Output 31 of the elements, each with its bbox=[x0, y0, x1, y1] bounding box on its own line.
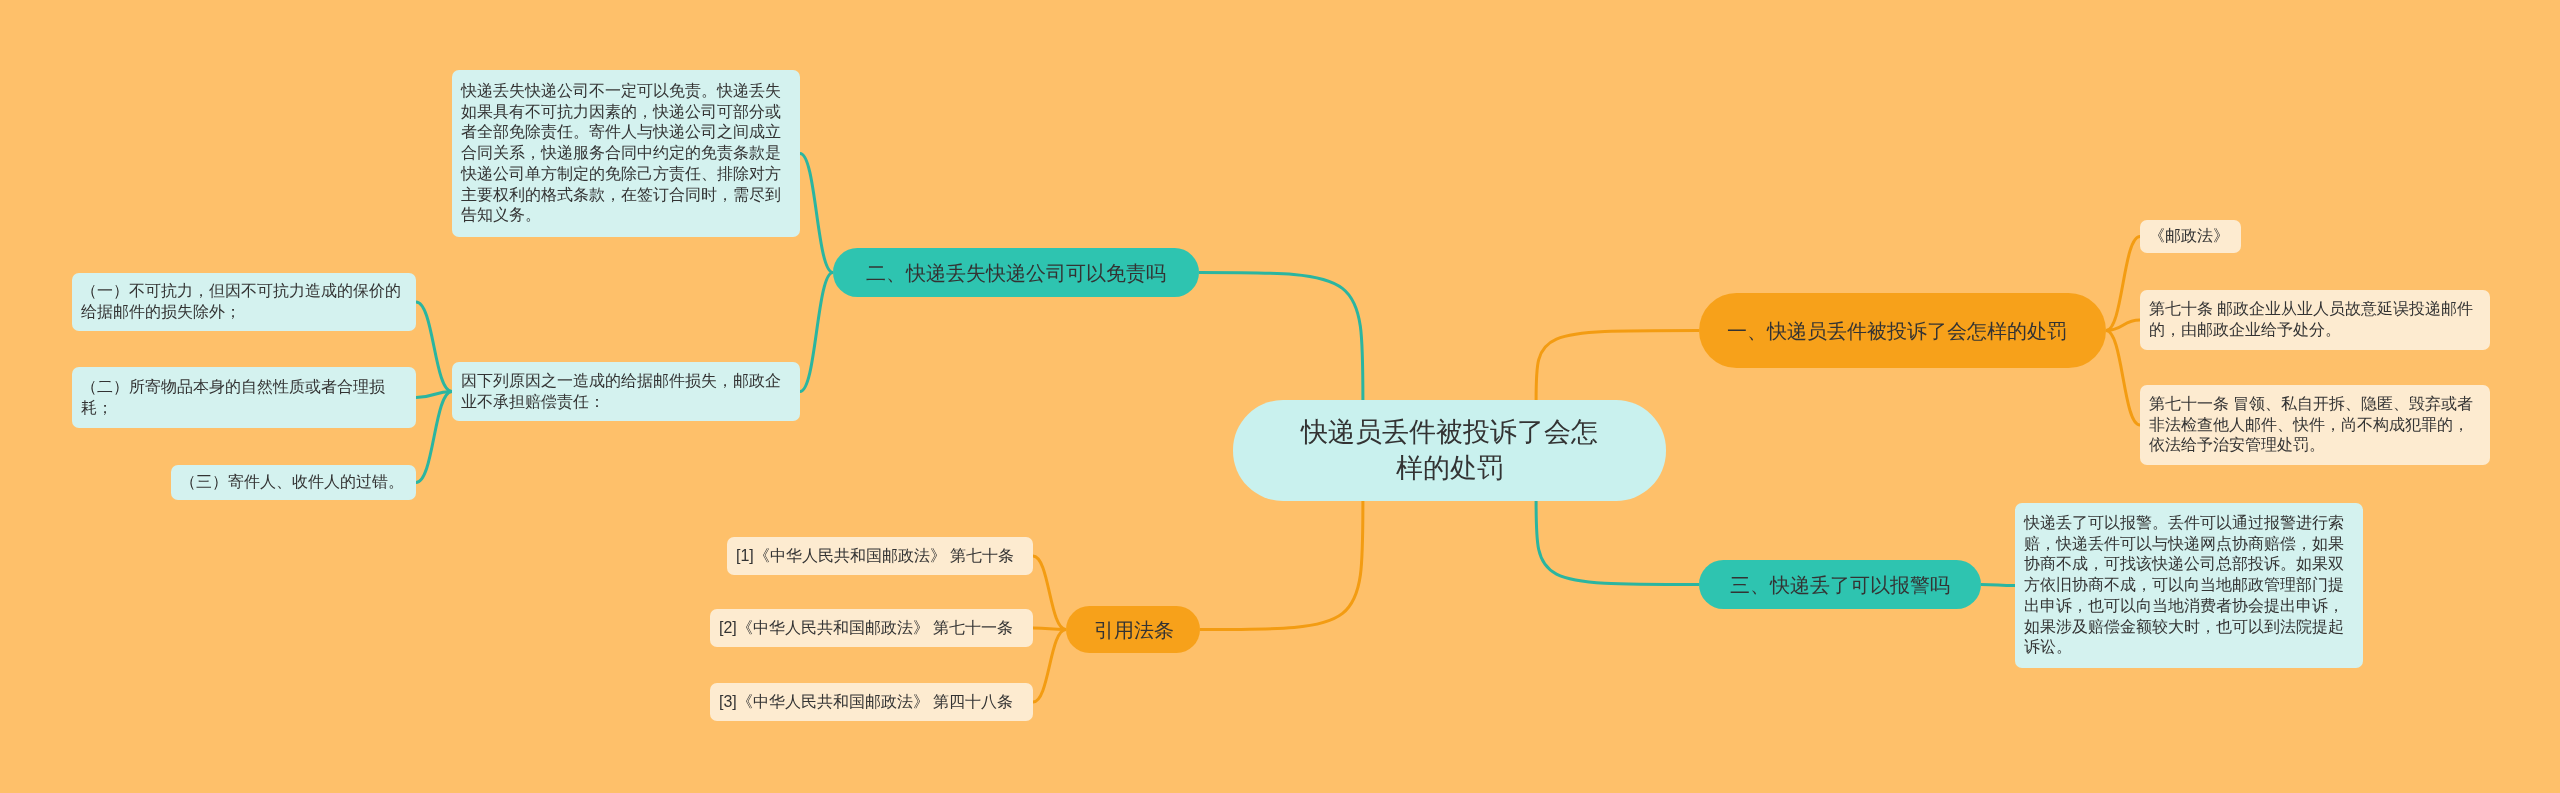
text-box: 《邮政法》 bbox=[2140, 220, 2241, 253]
connector-line bbox=[1534, 329, 1699, 400]
text-box: （二）所寄物品本身的自然性质或者合理损耗； bbox=[72, 367, 416, 428]
connector-line bbox=[799, 152, 834, 274]
connector-line bbox=[2105, 235, 2141, 332]
text-box: （三）寄件人、收件人的过错。 bbox=[171, 465, 416, 500]
text-box: （一）不可抗力，但因不可抗力造成的保价的给据邮件的损失除外； bbox=[72, 273, 416, 331]
connector-line bbox=[415, 300, 453, 393]
topic-box: 引用法条 bbox=[1066, 606, 1200, 653]
text-box: 快递丢了可以报警。丢件可以通过报警进行索赔，快递丢件可以与快递网点协商赔偿，如果协商不成，可找该快递公司总部投诉。如果双方依旧协商不成，可以向当地邮政管理部门提出申诉，也可以向当地消费者协会提出申诉，如果涉及赔偿金额较大时，也可以到法院提起诉讼。 bbox=[2015, 503, 2363, 668]
text-box: 第七十条 邮政企业从业人员故意延误投递邮件的，由邮政企业给予处分。 bbox=[2140, 290, 2490, 350]
text-box: 快递丢失快递公司不一定可以免责。快递丢失如果具有不可抗力因素的，快递公司可部分或者全部免除责任。寄件人与快递公司之间成立合同关系，快递服务合同中约定的免责条款是快递公司单方制定的免除己方责任、排除对方主要权利的格式条款，在签订合同时，需尽到告知义务。 bbox=[452, 70, 800, 237]
connector-line bbox=[1032, 554, 1067, 631]
connector-line bbox=[1534, 501, 1699, 586]
text-box: [3]《中华人民共和国邮政法》 第四十八条 bbox=[710, 683, 1033, 721]
connector-line bbox=[1981, 583, 2015, 587]
topic-box: 二、快递丢失快递公司可以免责吗 bbox=[833, 248, 1199, 297]
text-box: [2]《中华人民共和国邮政法》 第七十一条 bbox=[710, 609, 1033, 647]
connector-line bbox=[415, 390, 453, 399]
connector-line bbox=[415, 390, 453, 484]
text-box: 因下列原因之一造成的给据邮件损失，邮政企业不承担赔偿责任： bbox=[452, 362, 800, 421]
text-box: 第七十一条 冒领、私自开拆、隐匿、毁弃或者非法检查他人邮件、快件，尚不构成犯罪的，依法给予治安管理处罚。 bbox=[2140, 385, 2490, 465]
connector-line bbox=[2105, 329, 2141, 427]
text-box: [1]《中华人民共和国邮政法》 第七十条 bbox=[727, 537, 1033, 575]
connector-line bbox=[1199, 271, 1365, 400]
topic-box: 一、快递员丢件被投诉了会怎样的处罚 bbox=[1699, 293, 2106, 368]
connector-line bbox=[1032, 628, 1067, 704]
topic-box: 三、快递丢了可以报警吗 bbox=[1699, 560, 1981, 609]
central-topic: 快递员丢件被投诉了会怎样的处罚 bbox=[1233, 400, 1666, 501]
connector-line bbox=[1200, 501, 1365, 631]
connector-line bbox=[799, 271, 834, 393]
